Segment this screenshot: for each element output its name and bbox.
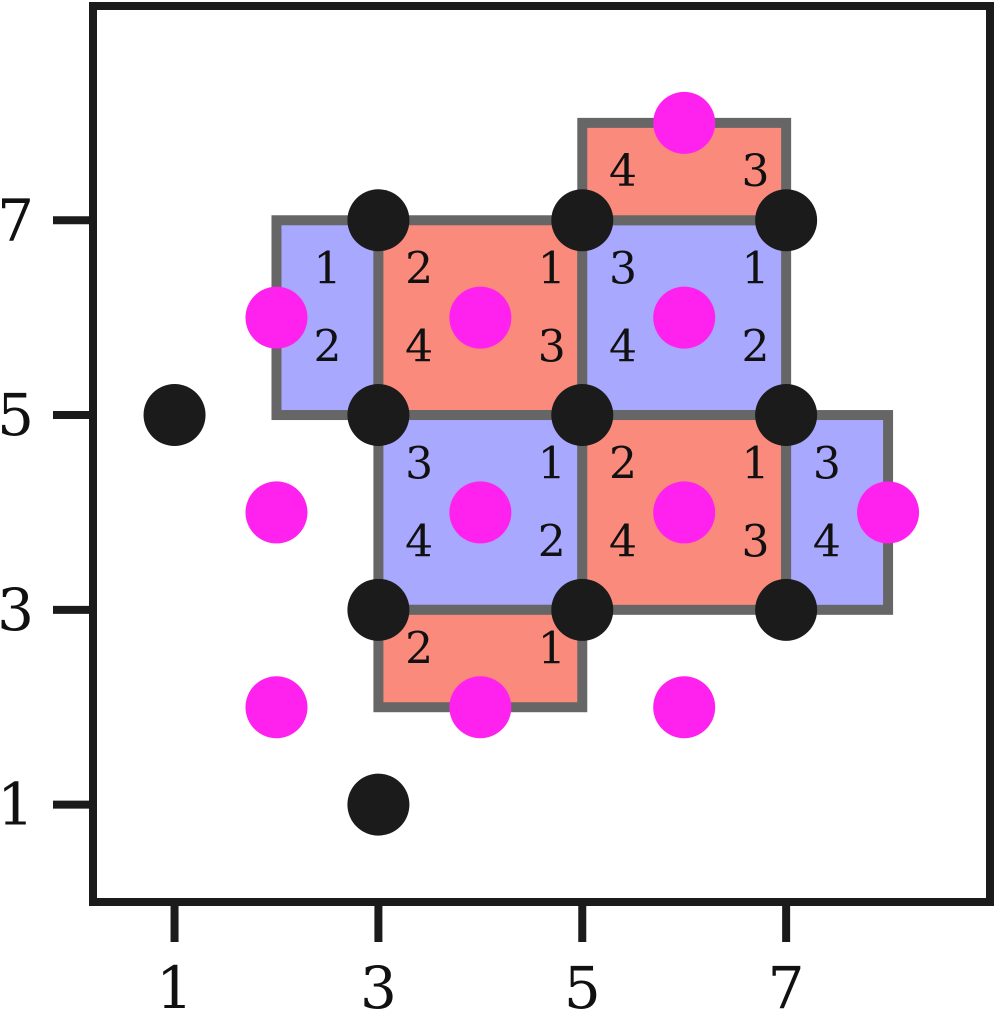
x-tick-label-2: 5: [564, 954, 601, 1015]
tile-0-label-1: 2: [313, 321, 341, 372]
magenta-point-1: [245, 286, 308, 349]
x-tick-label-3: 7: [768, 954, 805, 1015]
tile-1-label-0: 2: [405, 244, 433, 295]
tile-6-label-1: 4: [813, 516, 841, 567]
tile-0-label-0: 1: [313, 244, 341, 295]
magenta-point-4: [245, 481, 308, 544]
y-tick-label-1: 3: [0, 576, 34, 644]
tile-4-label-0: 3: [405, 438, 433, 489]
red-tile-3: [577, 117, 792, 226]
magenta-point-9: [449, 676, 512, 739]
tile-4-label-1: 1: [538, 438, 566, 489]
tile-5-label-1: 1: [742, 438, 770, 489]
tile-5-label-2: 4: [609, 516, 637, 567]
tile-1-label-1: 1: [538, 244, 566, 295]
tile-3-label-1: 3: [742, 146, 770, 197]
black-point-1: [551, 189, 614, 252]
magenta-point-3: [653, 286, 716, 349]
y-tick-label-3: 7: [0, 186, 34, 254]
tile-3-label-0: 4: [609, 146, 637, 197]
black-point-4: [347, 384, 410, 447]
x-tick-label-1: 3: [360, 954, 397, 1015]
tile-6-label-0: 3: [813, 438, 841, 489]
magenta-point-7: [857, 481, 920, 544]
tile-1-label-3: 3: [538, 321, 566, 372]
tile-2-label-2: 4: [609, 321, 637, 372]
magenta-point-0: [653, 91, 716, 154]
black-point-10: [347, 773, 410, 836]
magenta-point-8: [245, 676, 308, 739]
axes-frame-layer: [89, 2, 994, 906]
black-point-0: [347, 189, 410, 252]
tile-2-label-3: 2: [742, 321, 770, 372]
y-tick-label-2: 5: [0, 381, 34, 449]
black-point-8: [551, 578, 614, 641]
black-point-7: [347, 578, 410, 641]
tile-2-label-1: 1: [742, 244, 770, 295]
y-tick-label-0: 1: [0, 771, 34, 839]
tile-4-label-2: 4: [405, 516, 433, 567]
magenta-point-2: [449, 286, 512, 349]
black-point-2: [755, 189, 818, 252]
tile-2-label-0: 3: [609, 244, 637, 295]
tile-7-label-0: 2: [405, 623, 433, 674]
tile-4-label-3: 2: [538, 516, 566, 567]
magenta-point-5: [449, 481, 512, 544]
point-layer: [143, 91, 920, 836]
black-point-6: [755, 384, 818, 447]
tile-1-label-2: 4: [405, 321, 433, 372]
axes-frame: [89, 2, 994, 906]
black-point-9: [755, 578, 818, 641]
black-point-5: [551, 384, 614, 447]
magenta-point-6: [653, 481, 716, 544]
tile-5-label-0: 2: [609, 438, 637, 489]
black-point-3: [143, 384, 206, 447]
tile-5-label-3: 3: [742, 516, 770, 567]
x-tick-label-0: 1: [156, 954, 193, 1015]
magenta-point-10: [653, 676, 716, 739]
